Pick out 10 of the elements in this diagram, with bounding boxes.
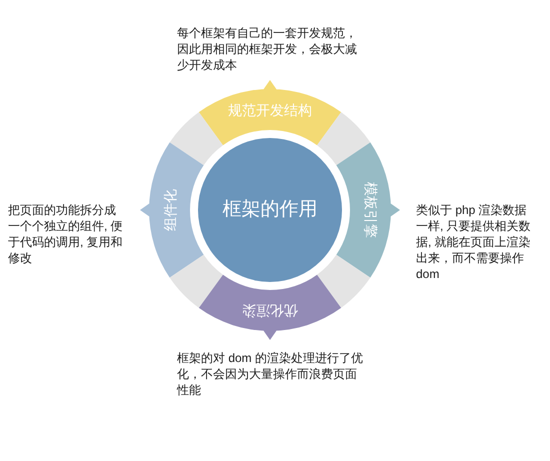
segment-title: 组件化: [162, 189, 178, 231]
description-text: 框架的对 dom 的渲染处理进行了优化，不会因为大量操作而浪费页面性能: [177, 350, 364, 398]
description-text: 每个框架有自己的一套开发规范，因此用相同的框架开发，会极大减少开发成本: [177, 25, 358, 73]
segment-title: 优化渲染: [242, 302, 298, 318]
description-text: 把页面的功能拆分成一个个独立的组件, 便于代码的调用, 复用和修改: [8, 202, 124, 266]
center-title: 框架的作用: [222, 199, 318, 221]
center-circle: [198, 138, 342, 282]
segment-title: 模板引擎: [362, 182, 378, 238]
segment-title: 规范开发结构: [228, 102, 312, 118]
description-text: 类似于 php 渲染数据一样, 只要提供相关数据, 就能在页面上渲染出来，而不需要操作 dom: [416, 202, 532, 282]
